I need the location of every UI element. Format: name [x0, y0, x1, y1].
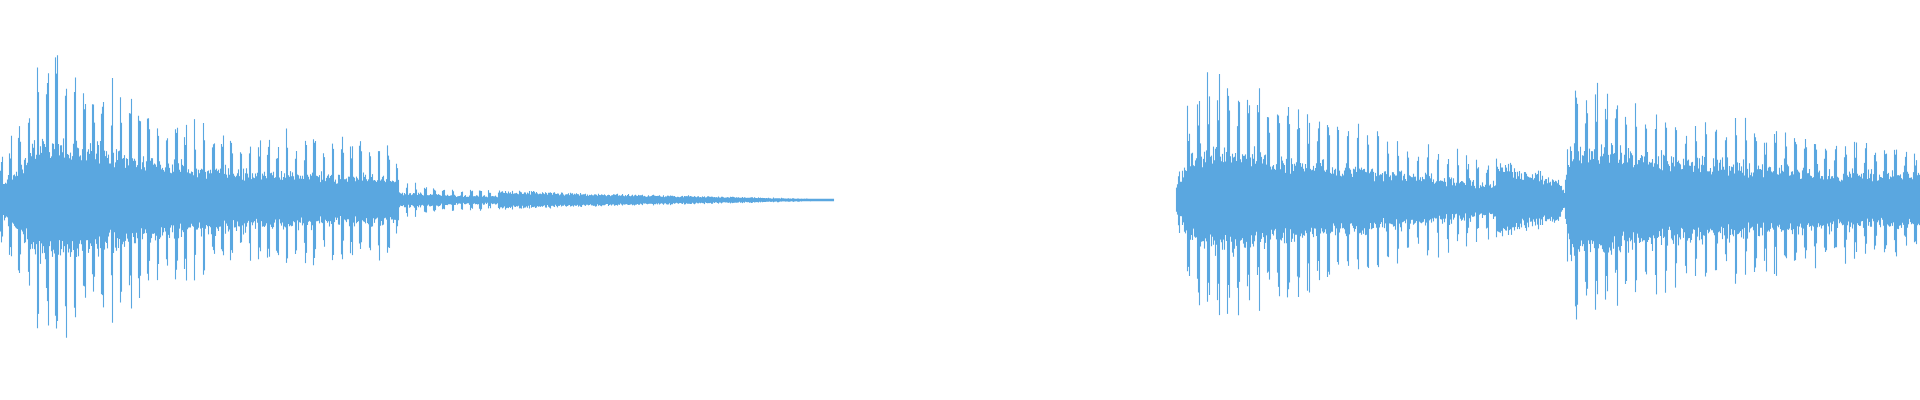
waveform-path — [1563, 82, 1920, 320]
waveform-clip-2 — [1175, 72, 1566, 316]
waveform-path — [0, 55, 835, 338]
waveform-clip-1 — [0, 55, 835, 338]
waveform-clip-3 — [1563, 82, 1920, 320]
waveform-path — [1175, 72, 1566, 316]
